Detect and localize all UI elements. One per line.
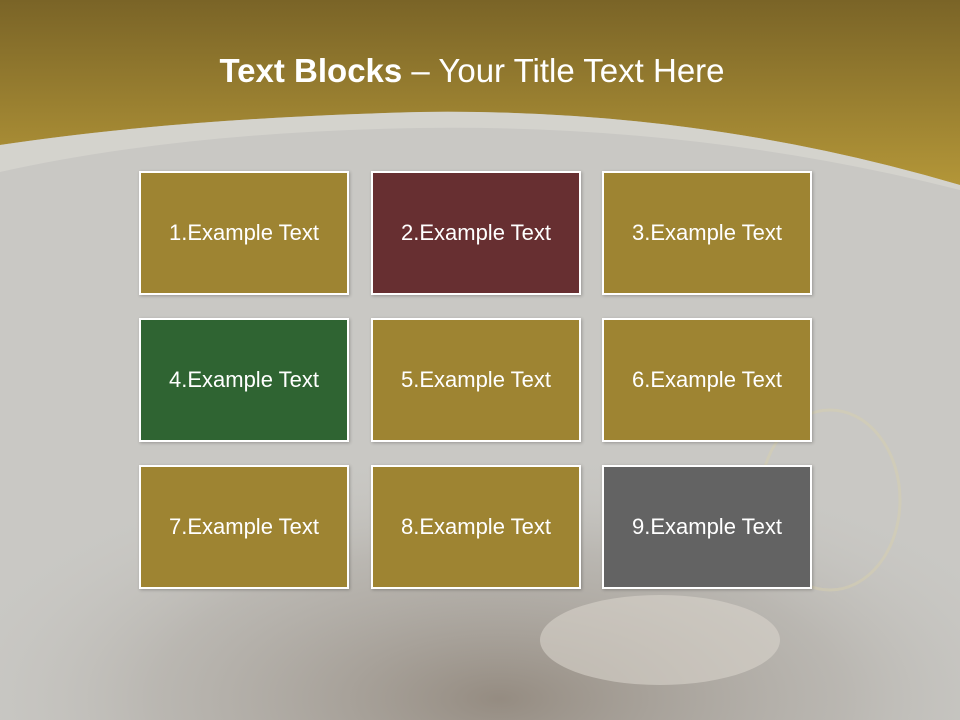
title-bold: Text Blocks <box>219 52 403 89</box>
text-block-3[interactable]: 3.Example Text <box>602 171 812 295</box>
title-separator: – <box>402 52 439 89</box>
stone-shape <box>540 595 780 685</box>
header-band <box>0 0 960 185</box>
text-block-1[interactable]: 1.Example Text <box>139 171 349 295</box>
text-block-5[interactable]: 5.Example Text <box>371 318 581 442</box>
title-rest: Your Title Text Here <box>438 52 725 89</box>
page-title: Text Blocks – Your Title Text Here <box>0 52 944 90</box>
text-block-9[interactable]: 9.Example Text <box>602 465 812 589</box>
text-block-4[interactable]: 4.Example Text <box>139 318 349 442</box>
text-block-2[interactable]: 2.Example Text <box>371 171 581 295</box>
text-block-7[interactable]: 7.Example Text <box>139 465 349 589</box>
text-block-6[interactable]: 6.Example Text <box>602 318 812 442</box>
header-curve <box>0 111 960 190</box>
text-block-8[interactable]: 8.Example Text <box>371 465 581 589</box>
